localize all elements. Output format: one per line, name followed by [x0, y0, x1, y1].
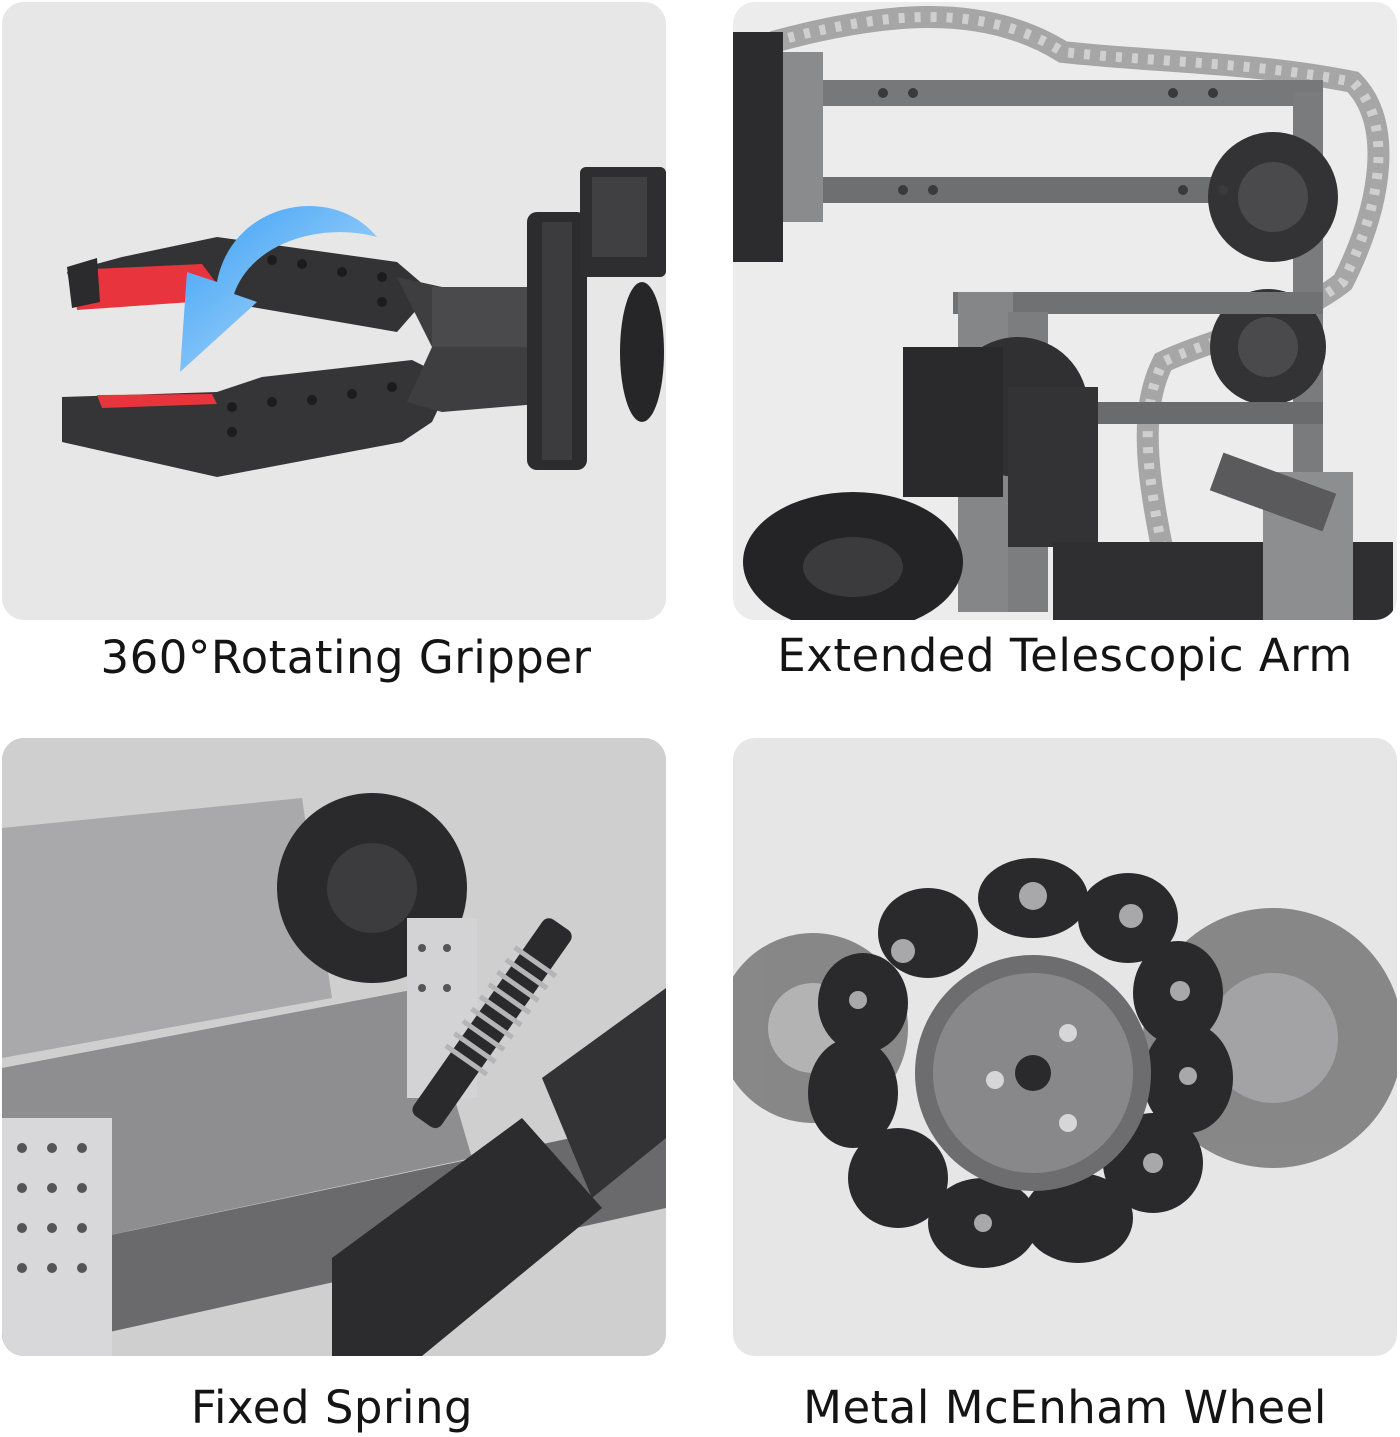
- caption-rotating-gripper: 360°Rotating Gripper: [100, 631, 592, 684]
- mecanum-wheel-illustration: [733, 858, 1397, 1268]
- caption-mecanum-wheel: Metal McEnham Wheel: [803, 1381, 1327, 1434]
- mecanum-wheel-photo: [733, 738, 1397, 1356]
- gripper-illustration: [62, 167, 666, 477]
- spring-suspension-photo: [2, 738, 666, 1356]
- rotation-arrow-icon: [180, 205, 377, 372]
- spring-suspension-illustration: [2, 738, 666, 1356]
- telescopic-arm-photo: [733, 2, 1397, 620]
- gripper-photo: [2, 2, 666, 620]
- telescopic-arm-illustration: [733, 6, 1393, 620]
- caption-telescopic-arm: Extended Telescopic Arm: [777, 629, 1353, 682]
- caption-fixed-spring: Fixed Spring: [190, 1381, 474, 1434]
